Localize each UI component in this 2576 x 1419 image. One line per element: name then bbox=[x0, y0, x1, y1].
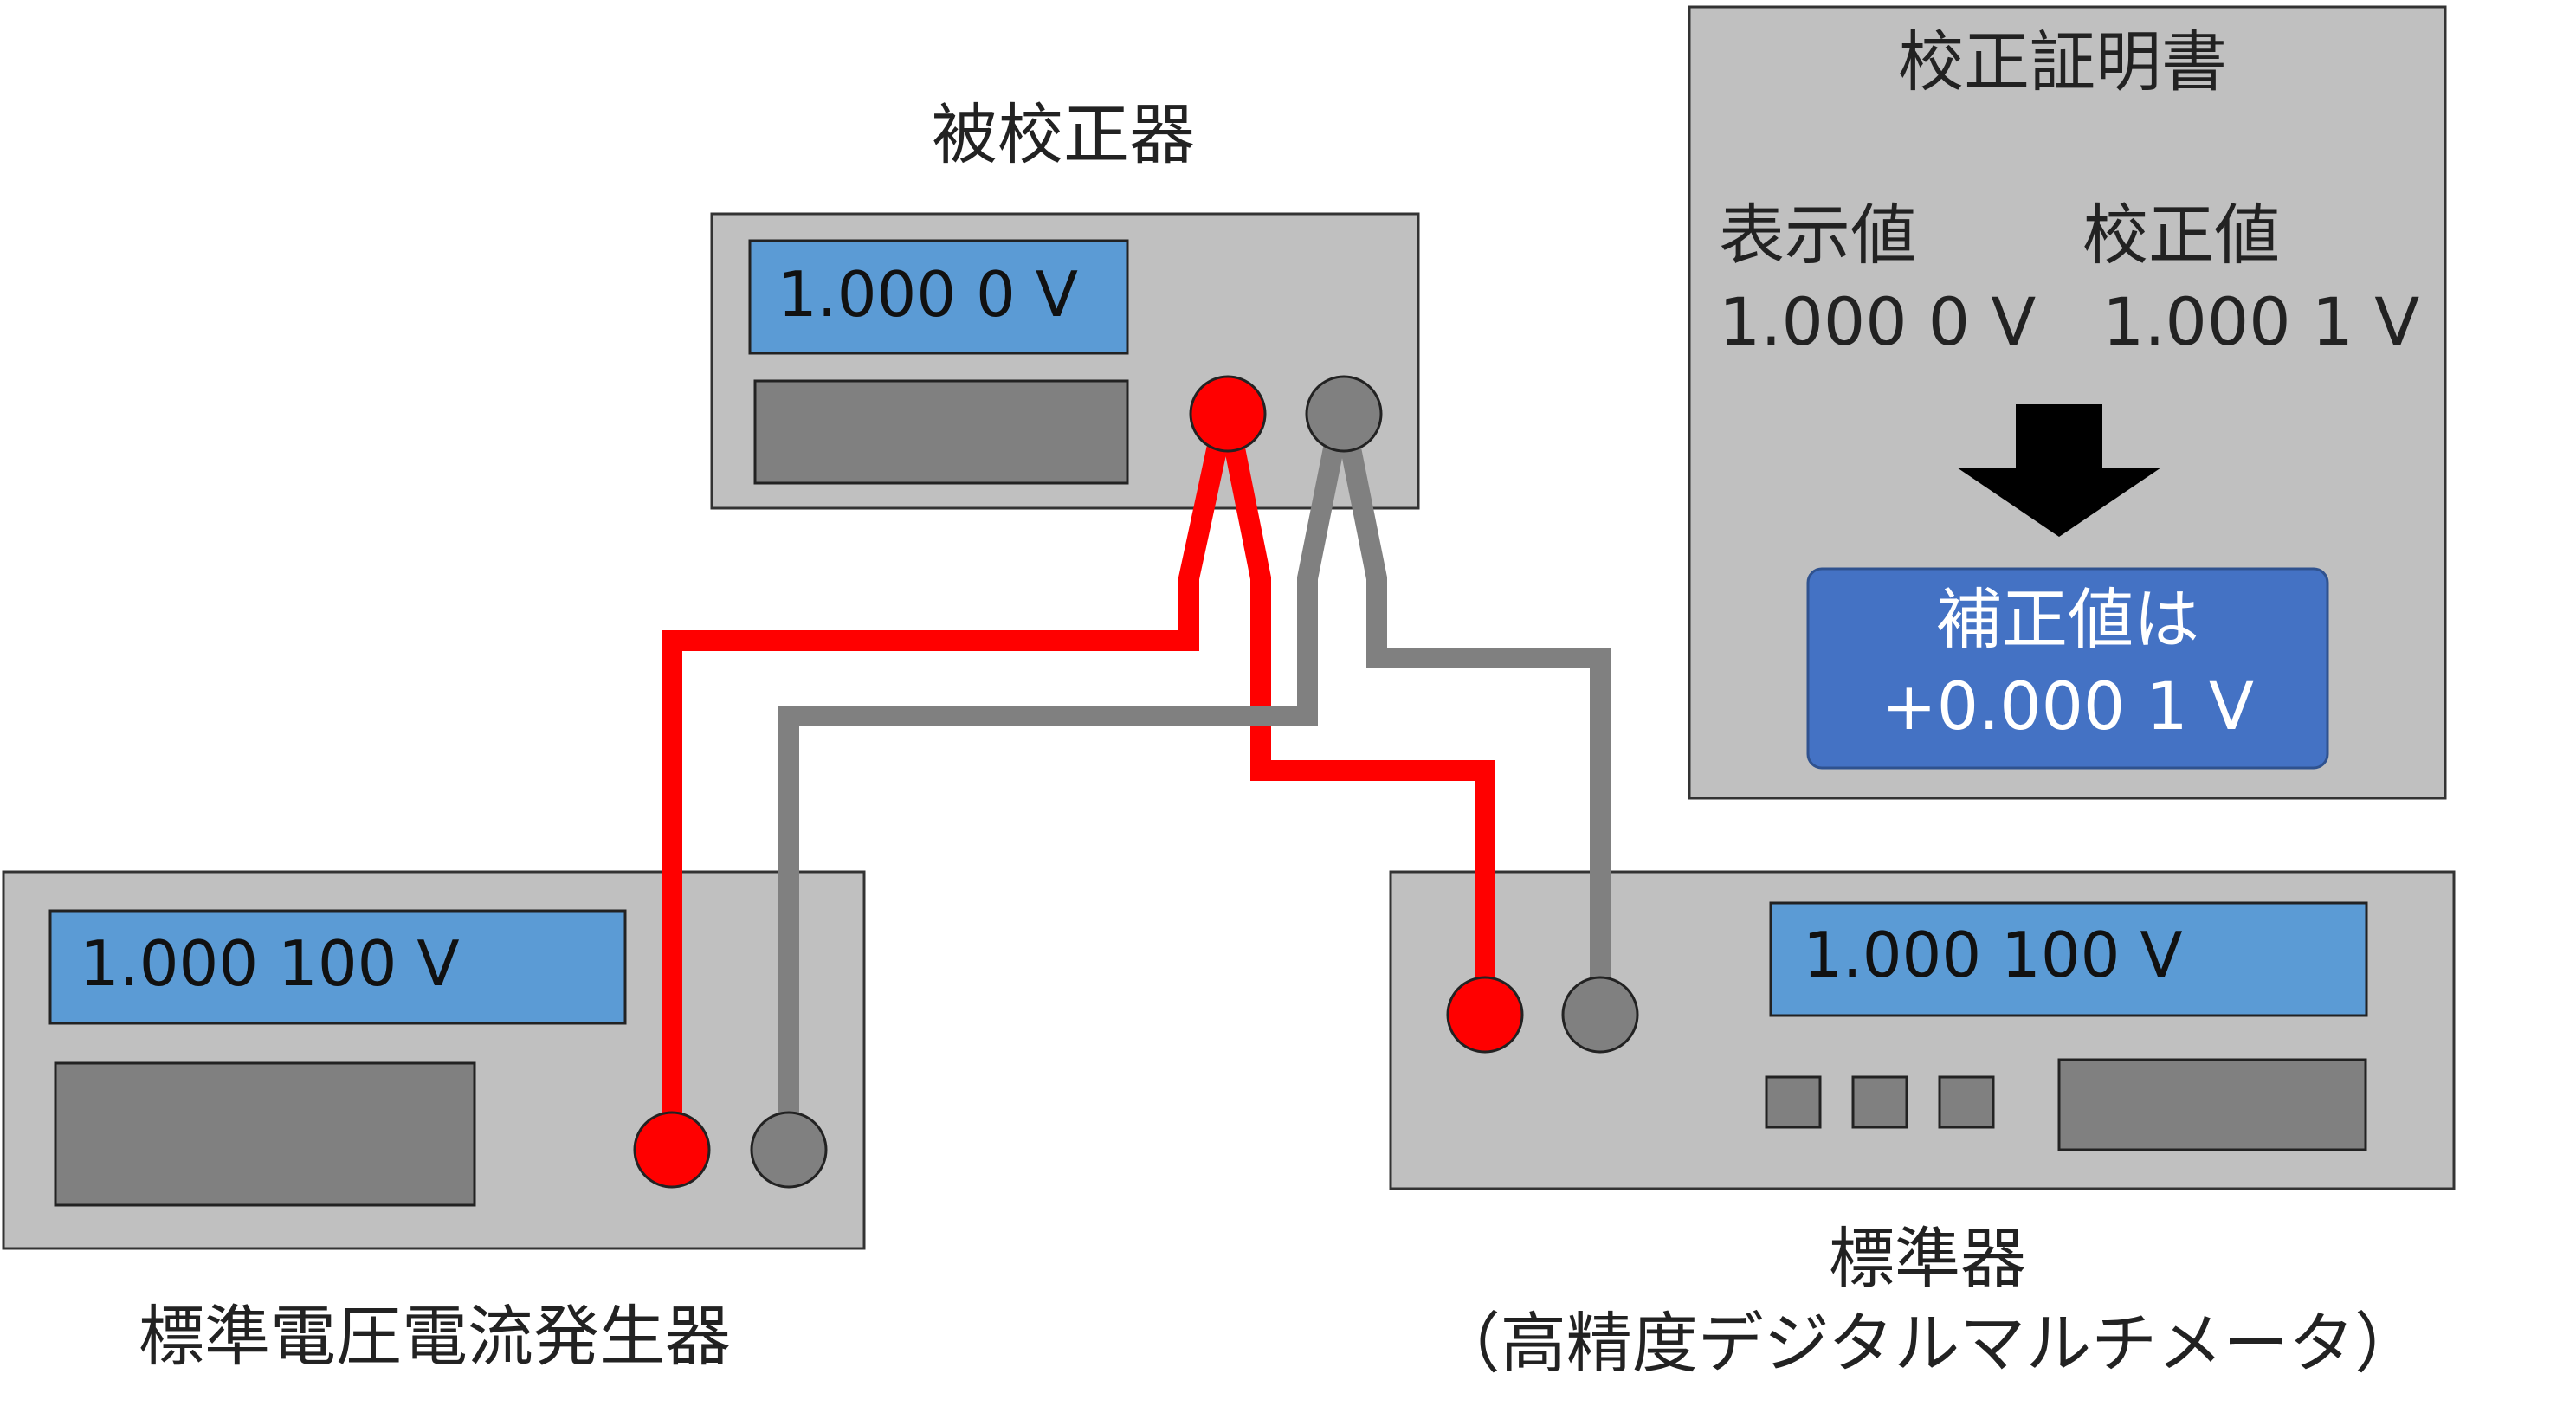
calibrated-value-label: 校正値 bbox=[2082, 197, 2280, 274]
standard-subtitle: （高精度デジタルマルチメータ） bbox=[1435, 1305, 2420, 1382]
standard-positive-terminal bbox=[1446, 976, 1524, 1054]
dut-negative-terminal bbox=[1305, 375, 1383, 453]
standard-button-3 bbox=[1938, 1075, 1995, 1129]
standard-panel bbox=[2057, 1058, 2367, 1151]
standard-display-value: 1.000 100 V bbox=[1803, 919, 2183, 991]
gray-lead-standard bbox=[1333, 411, 1611, 1015]
red-lead-standard bbox=[1217, 411, 1495, 1015]
dut-positive-terminal bbox=[1189, 375, 1267, 453]
certificate-title: 校正証明書 bbox=[1898, 23, 2227, 100]
dut-title: 被校正器 bbox=[932, 96, 1195, 173]
down-arrow-icon bbox=[1957, 404, 2161, 537]
generator-panel bbox=[54, 1061, 476, 1207]
calibrated-value: 1.000 1 V bbox=[2102, 283, 2419, 360]
correction-box bbox=[1806, 567, 2329, 770]
correction-label: 補正値は bbox=[1936, 581, 2199, 658]
generator-display-value: 1.000 100 V bbox=[80, 927, 460, 1000]
standard-button-1 bbox=[1765, 1075, 1822, 1129]
correction-value: +0.000 1 V bbox=[1882, 668, 2254, 745]
standard-title: 標準器 bbox=[1829, 1220, 2026, 1297]
dut-display bbox=[748, 239, 1129, 355]
gray-lead-generator bbox=[778, 411, 1351, 1150]
indicated-value: 1.000 0 V bbox=[1719, 283, 2036, 360]
generator-title: 標準電圧電流発生器 bbox=[139, 1298, 731, 1375]
generator-positive-terminal bbox=[633, 1111, 711, 1189]
generator-display bbox=[48, 909, 627, 1025]
dut-panel bbox=[753, 379, 1129, 485]
red-lead-generator bbox=[662, 411, 1235, 1150]
generator-negative-terminal bbox=[750, 1111, 828, 1189]
standard-button-2 bbox=[1851, 1075, 1908, 1129]
indicated-value-label: 表示値 bbox=[1719, 197, 1916, 274]
standard-display bbox=[1769, 901, 2368, 1017]
dut-display-value: 1.000 0 V bbox=[778, 258, 1078, 331]
standard-negative-terminal bbox=[1561, 976, 1639, 1054]
